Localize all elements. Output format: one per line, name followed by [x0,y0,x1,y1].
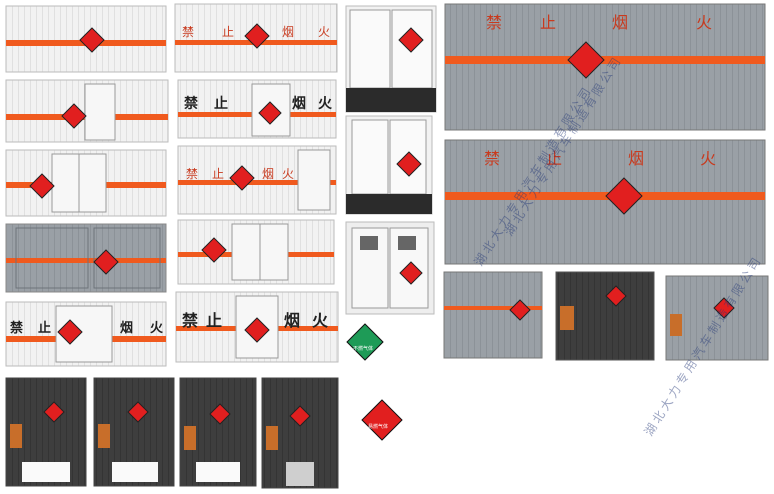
svg-text:烟: 烟 [628,149,644,168]
svg-text:烟: 烟 [284,311,300,330]
side-view-9 [177,219,335,285]
side-view-10: 禁 止 烟 火 [175,291,339,363]
side-view-8: 禁 止 烟 火 [177,145,337,215]
svg-text:易燃气体: 易燃气体 [368,423,388,430]
svg-text:止: 止 [222,25,234,39]
svg-text:止: 止 [546,149,562,168]
rear-view-7 [5,377,87,487]
svg-text:烟: 烟 [262,167,274,181]
side-view-3 [5,149,167,217]
svg-text:烟: 烟 [292,96,306,112]
svg-text:禁: 禁 [10,320,23,336]
svg-text:火: 火 [696,13,712,32]
rear-view-2 [345,115,433,215]
rear-view-5 [555,271,655,361]
rear-view-10 [261,377,339,489]
side-view-5: 禁 止 烟 火 [5,301,167,367]
svg-text:止: 止 [206,311,222,330]
side-view-6: 禁 止 烟 火 [174,3,338,73]
rear-view-3 [345,221,435,315]
svg-text:禁: 禁 [184,95,198,112]
large-side-view-2: 禁 止 烟 火 [444,139,766,265]
svg-text:火: 火 [282,167,294,181]
rear-view-6 [665,275,769,361]
large-side-view-1: 禁 止 烟 火 [444,3,766,131]
side-view-7: 禁 止 烟 火 [177,79,337,139]
svg-text:禁: 禁 [182,311,198,330]
svg-text:烟: 烟 [282,25,294,39]
svg-text:禁: 禁 [186,167,198,181]
svg-text:不燃气体: 不燃气体 [353,345,373,352]
svg-text:火: 火 [312,311,329,330]
svg-text:止: 止 [212,167,224,181]
svg-text:禁: 禁 [484,149,500,168]
rear-view-9 [179,377,257,487]
svg-text:禁: 禁 [182,25,194,39]
side-view-2 [5,79,169,143]
svg-text:火: 火 [318,25,330,39]
svg-text:烟: 烟 [120,321,133,336]
rear-view-4 [443,271,543,359]
svg-text:火: 火 [700,149,716,168]
svg-text:火: 火 [318,96,333,112]
side-view-4 [5,223,167,293]
rear-view-1 [345,5,437,113]
svg-text:止: 止 [38,320,51,336]
svg-text:止: 止 [214,95,228,112]
svg-text:火: 火 [150,321,164,336]
green-hazmat-sign: 不燃气体 [346,322,384,361]
svg-text:烟: 烟 [612,13,628,32]
rear-view-8 [93,377,175,487]
svg-text:禁: 禁 [486,13,502,32]
red-hazmat-sign: 易燃气体 [361,399,403,441]
svg-text:止: 止 [540,13,556,32]
side-view-1 [5,5,167,73]
